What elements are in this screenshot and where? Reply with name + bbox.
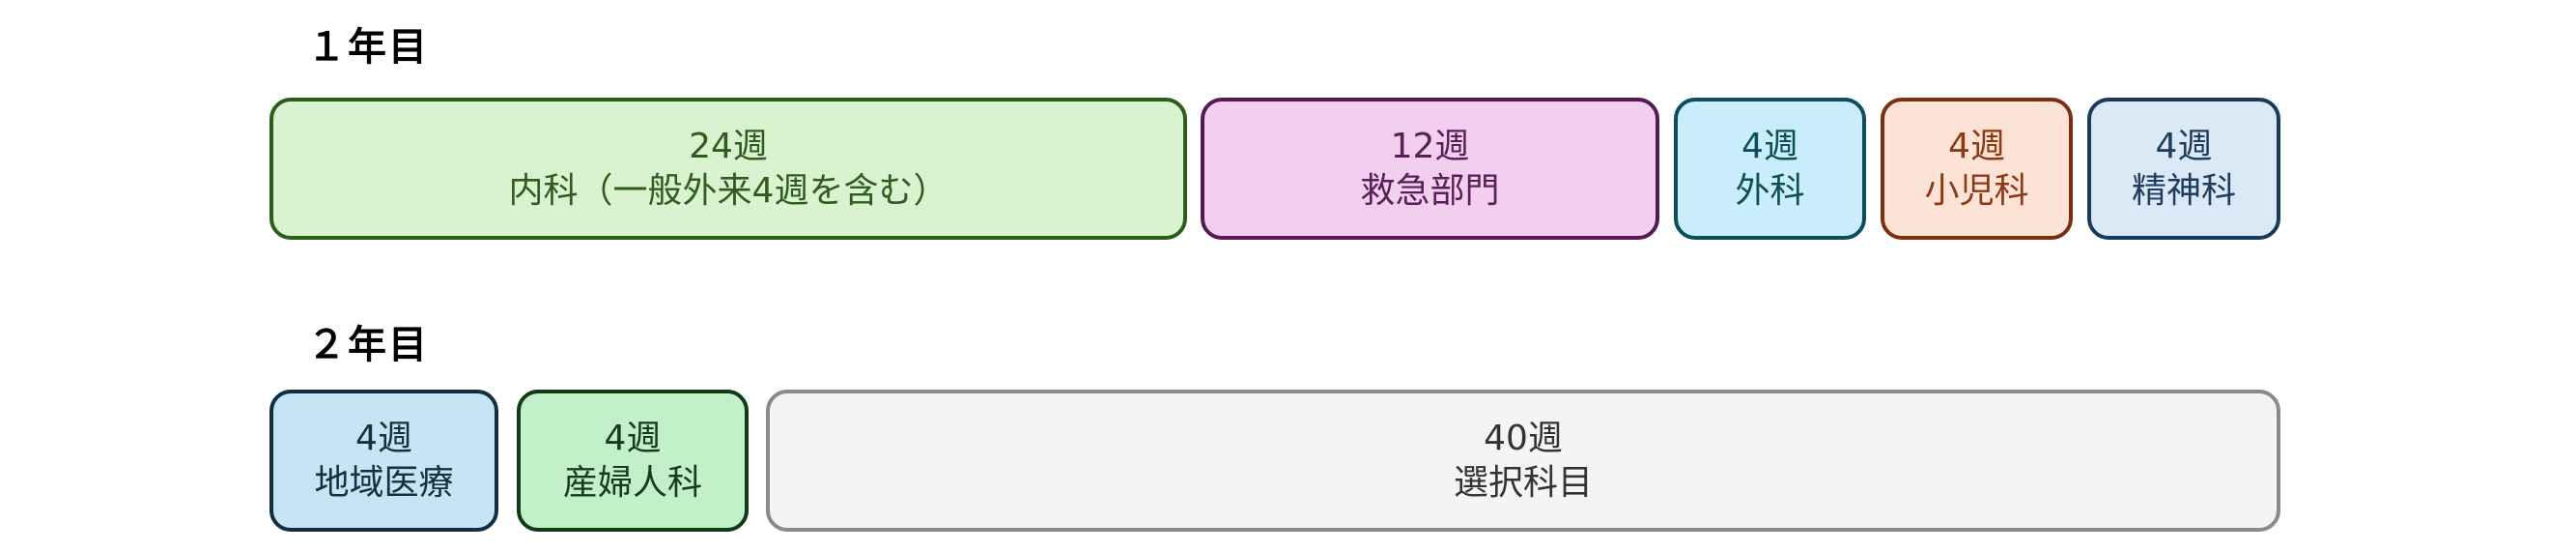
block-weeks: 12週 xyxy=(1390,126,1470,166)
block-obstetrics-gynecology: 4週 産婦人科 xyxy=(517,390,749,532)
block-weeks: 40週 xyxy=(1484,418,1563,458)
block-dept: 精神科 xyxy=(2131,170,2236,211)
block-electives: 40週 選択科目 xyxy=(766,390,2280,532)
block-weeks: 4週 xyxy=(1741,126,1798,166)
block-community-medicine: 4週 地域医療 xyxy=(269,390,498,532)
year-1-heading: １年目 xyxy=(307,25,429,70)
block-dept: 地域医療 xyxy=(314,462,454,503)
block-weeks: 4週 xyxy=(1948,126,2005,166)
block-surgery: 4週 外科 xyxy=(1674,98,1866,240)
block-weeks: 4週 xyxy=(355,418,412,458)
block-internal-medicine: 24週 内科（一般外来4週を含む） xyxy=(269,98,1187,240)
block-dept: 外科 xyxy=(1735,170,1805,211)
block-dept: 救急部門 xyxy=(1360,170,1500,211)
block-dept: 産婦人科 xyxy=(562,462,702,503)
block-dept: 選択科目 xyxy=(1453,462,1593,503)
block-psychiatry: 4週 精神科 xyxy=(2087,98,2280,240)
block-dept: 内科（一般外来4週を含む） xyxy=(508,170,948,211)
block-weeks: 24週 xyxy=(689,126,768,166)
block-pediatrics: 4週 小児科 xyxy=(1881,98,2073,240)
block-weeks: 4週 xyxy=(2155,126,2213,166)
block-weeks: 4週 xyxy=(604,418,662,458)
year-2-heading: ２年目 xyxy=(307,323,429,367)
block-emergency: 12週 救急部門 xyxy=(1201,98,1659,240)
block-dept: 小児科 xyxy=(1924,170,2029,211)
